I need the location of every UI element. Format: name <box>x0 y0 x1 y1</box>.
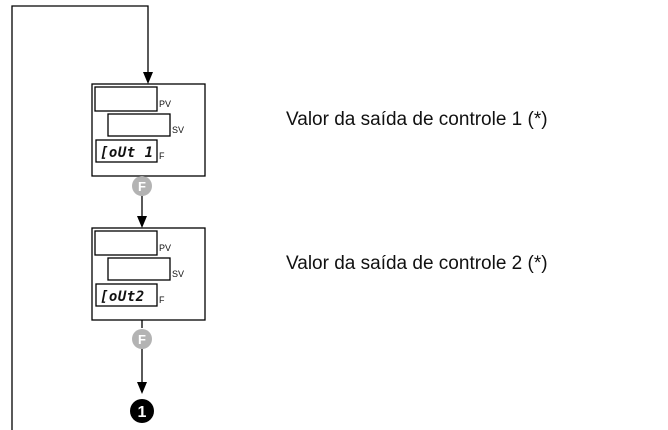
arrow-head <box>137 382 147 394</box>
sv-label: SV <box>172 269 184 279</box>
f-label: F <box>159 295 165 305</box>
f-label: F <box>159 151 165 161</box>
step-1-description: Valor da saída de controle 1 (*) <box>286 109 548 130</box>
f-key-label-1: F <box>138 179 146 194</box>
arrow-head <box>137 216 147 228</box>
pv-label: PV <box>159 99 171 109</box>
f-key-label-2: F <box>138 332 146 347</box>
f-key-icon-1 <box>132 176 152 196</box>
arrow-head <box>143 72 153 84</box>
step-2-description: Valor da saída de controle 2 (*) <box>286 253 548 274</box>
f-key-icon-2 <box>132 329 152 349</box>
sv-box <box>107 113 171 137</box>
segment-box <box>95 139 158 163</box>
sv-label: SV <box>172 125 184 135</box>
segment-box <box>95 283 158 307</box>
end-marker-icon <box>130 399 154 423</box>
segment-readout: [oUt 1 <box>100 145 154 161</box>
sv-box <box>107 257 171 281</box>
controller-display-1: PV SV [oUt 1 F <box>91 83 206 177</box>
pv-box <box>94 230 158 256</box>
end-marker-label: 1 <box>138 404 147 421</box>
controller-display-2: PV SV [oUt2 F <box>91 227 206 321</box>
segment-readout: [oUt2 <box>100 289 145 305</box>
loop-line <box>11 5 149 430</box>
pv-box <box>94 86 158 112</box>
pv-label: PV <box>159 243 171 253</box>
